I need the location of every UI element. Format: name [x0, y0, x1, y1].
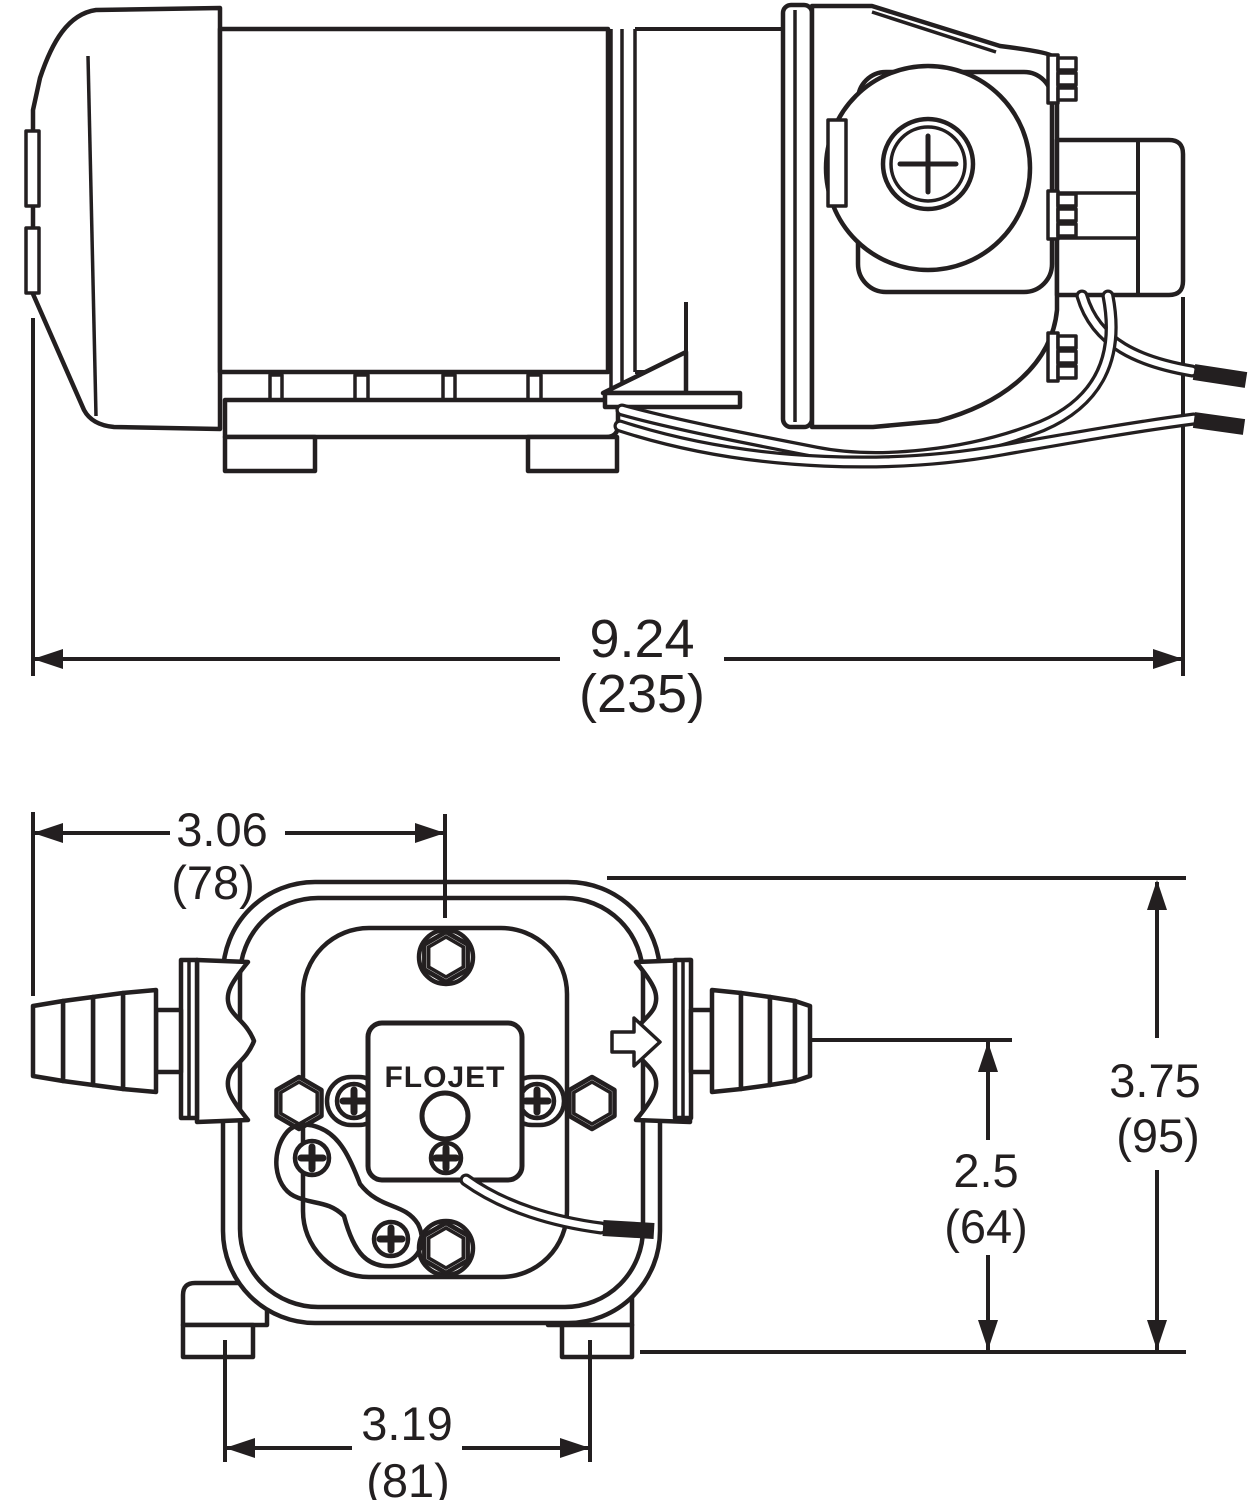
motor-mount-tab: [441, 373, 457, 403]
dome-slot: [24, 226, 41, 295]
dome-contour-line: [86, 55, 98, 417]
hex-nut-left: [274, 1074, 324, 1132]
dome-slot: [24, 129, 41, 208]
switch-knob: [419, 1090, 471, 1142]
motor-mount-tab: [353, 373, 370, 403]
arrowhead-right-icon: [415, 823, 445, 843]
brand-logo: FLOJET: [384, 1061, 505, 1094]
dimension-port-height: 2.5 (64): [812, 1038, 1028, 1350]
arrowhead-right-icon: [1153, 649, 1183, 669]
base-foot: [525, 434, 620, 474]
hose-barb-inlet: [30, 987, 159, 1095]
dimension-foot-spacing: 3.19 (81): [223, 1340, 592, 1500]
arrowhead-left-icon: [225, 1438, 255, 1458]
flow-direction-arrow-icon: [610, 1016, 662, 1068]
base-rail: [222, 397, 621, 440]
port-cap-inner: [889, 125, 967, 203]
dim-inlet-to-bolt-mm: (78): [171, 856, 255, 909]
head-chamfer-line: [871, 10, 997, 54]
arrowhead-left-icon: [33, 823, 63, 843]
arrowhead-up-icon: [978, 1042, 998, 1072]
power-wires: [613, 289, 1248, 469]
front-view: FLOJET 3.06 (78): [30, 803, 1201, 1500]
wire-tip: [1192, 412, 1246, 435]
head-gusset-bar: [602, 390, 743, 410]
dim-inlet-to-bolt-in: 3.06: [176, 803, 267, 856]
dimension-inlet-to-bolt: 3.06 (78): [31, 803, 447, 996]
head-bolt: [1046, 53, 1078, 105]
base-foot: [222, 434, 318, 474]
dim-foot-spacing-in: 3.19: [361, 1397, 452, 1450]
hex-nut-right: [567, 1074, 617, 1132]
motor-mount-tab: [268, 373, 284, 403]
left-port-neck: [153, 1007, 184, 1075]
dim-overall-height-mm: (95): [1116, 1109, 1200, 1162]
arrowhead-left-icon: [33, 649, 63, 669]
side-view: 9.24 (235): [24, 2, 1248, 724]
arrowhead-up-icon: [1147, 880, 1167, 910]
dim-overall-length-in: 9.24: [589, 609, 694, 669]
right-port-neck: [688, 1007, 715, 1075]
base-foot-left-pad: [180, 1322, 256, 1360]
junction-box: [1054, 137, 1186, 298]
dim-foot-spacing-mm: (81): [366, 1454, 450, 1500]
dim-overall-height-in: 3.75: [1109, 1054, 1200, 1107]
wire-tip: [602, 1220, 655, 1239]
pump-body-inner: [237, 895, 646, 1310]
pressure-switch-plate: [365, 1020, 525, 1183]
hose-barb-outlet: [709, 987, 813, 1095]
accumulator-dome: [30, 5, 223, 432]
wire-tip: [1192, 364, 1248, 388]
left-port-volute: [194, 957, 257, 1125]
hex-bolt-bottom: [416, 1218, 476, 1278]
head-window: [826, 118, 848, 208]
arrowhead-right-icon: [560, 1438, 590, 1458]
head-gusset: [600, 349, 689, 396]
hex-bolt-top: [416, 927, 476, 987]
dim-port-height-mm: (64): [944, 1200, 1028, 1253]
motor-body: [217, 26, 611, 375]
switch-wire: [459, 1173, 655, 1239]
dim-port-height-in: 2.5: [953, 1144, 1018, 1197]
port-screw-slot-icon: [897, 133, 959, 195]
head-mount-plate: [780, 2, 815, 430]
phillips-screw: [292, 1138, 332, 1178]
phillips-screw: [371, 1219, 411, 1259]
head-bolt: [1046, 189, 1078, 241]
head-bolt: [1046, 331, 1078, 383]
wire-clip: [274, 1122, 425, 1269]
dim-overall-length-mm: (235): [579, 664, 705, 724]
motor-mount-tab: [526, 373, 543, 403]
dimension-overall-height: 3.75 (95): [607, 876, 1201, 1354]
dimension-overall-length: 9.24 (235): [33, 609, 1183, 724]
arrowhead-down-icon: [978, 1320, 998, 1350]
phillips-screw: [517, 1081, 557, 1121]
phillips-screw: [428, 1140, 464, 1176]
arrowhead-down-icon: [1147, 1320, 1167, 1350]
base-foot-right-pad: [559, 1322, 635, 1360]
